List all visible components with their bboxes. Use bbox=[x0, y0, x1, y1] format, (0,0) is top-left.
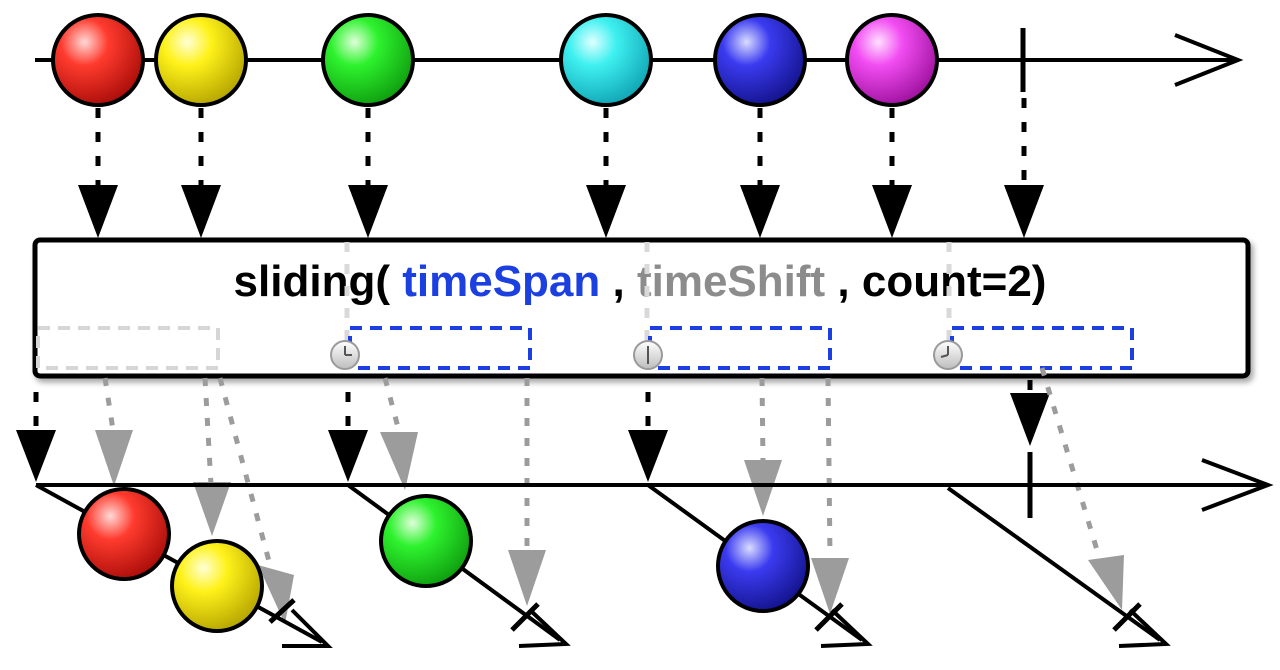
arrowhead-cyan bbox=[586, 185, 626, 238]
operator-box: sliding( timeSpan , timeShift , count=2) bbox=[32, 237, 1251, 379]
window-2-green-arrowhead bbox=[380, 432, 418, 490]
window-1-yellow-connector bbox=[202, 377, 214, 486]
source-arrowheads bbox=[78, 185, 1044, 238]
window-1-open-arrowhead bbox=[16, 430, 56, 482]
window-2-marble-green bbox=[379, 494, 473, 588]
arrowhead-green bbox=[348, 185, 388, 238]
arrowhead-magenta bbox=[872, 185, 912, 238]
source-marble-yellow bbox=[154, 13, 248, 107]
window-4-close-connector bbox=[1039, 367, 1103, 561]
clock-icon bbox=[933, 340, 963, 370]
source-marble-cyan bbox=[559, 13, 653, 107]
operator-comma: , bbox=[613, 257, 637, 306]
source-marble-red bbox=[51, 13, 145, 107]
clock-icon bbox=[633, 340, 663, 370]
clock-icon bbox=[330, 340, 360, 370]
window-2-close-arrowhead bbox=[508, 550, 546, 606]
source-marble-magenta bbox=[845, 13, 939, 107]
arrowhead-completion bbox=[1004, 185, 1044, 238]
operator-timespan-param: timeSpan bbox=[402, 257, 600, 306]
window-1-close-connector bbox=[217, 377, 273, 566]
output-marbles bbox=[77, 487, 810, 633]
arrowhead-yellow bbox=[181, 185, 221, 238]
source-timeline-arrowhead bbox=[1174, 33, 1244, 87]
window-1-yellow-arrowhead bbox=[193, 482, 231, 536]
window-1-red-arrowhead bbox=[95, 430, 133, 486]
window-3-close-connector bbox=[825, 377, 833, 559]
arrowhead-blue bbox=[740, 185, 780, 238]
source-marbles bbox=[51, 13, 939, 107]
window-stream-4 bbox=[946, 486, 1171, 648]
window-1-red-connector bbox=[102, 377, 116, 431]
window-3-open-arrowhead bbox=[628, 430, 668, 482]
window-open-arrowheads bbox=[16, 393, 1050, 482]
completion-out-arrowhead bbox=[1010, 393, 1050, 446]
output-timeline-arrowhead bbox=[1201, 458, 1274, 512]
source-marble-green bbox=[321, 13, 415, 107]
window-item-arrowheads bbox=[95, 430, 1124, 624]
window-open-connectors bbox=[33, 380, 1033, 432]
timeshift-markers bbox=[344, 242, 952, 340]
operator-label: sliding( timeSpan , timeShift , count=2) bbox=[234, 257, 1047, 306]
window-3-blue-arrowhead bbox=[744, 460, 782, 516]
window-3-marble-blue bbox=[716, 519, 810, 613]
source-marble-blue bbox=[713, 13, 807, 107]
window-2-open-arrowhead bbox=[328, 430, 368, 482]
window-2-green-connector bbox=[382, 377, 403, 436]
window-1-marble-yellow bbox=[170, 539, 264, 633]
operator-count-param: , count=2) bbox=[837, 257, 1046, 306]
arrowhead-red bbox=[78, 185, 118, 238]
window-4-close-arrowhead bbox=[1088, 555, 1124, 610]
window-3-close-arrowhead bbox=[811, 558, 849, 614]
window-1-span bbox=[36, 326, 220, 370]
window-item-connectors bbox=[102, 367, 1103, 566]
window-3-blue-connector bbox=[759, 377, 766, 463]
window-1-marble-red bbox=[77, 487, 171, 581]
operator-timeshift-param: timeShift bbox=[637, 257, 826, 306]
source-connectors bbox=[95, 98, 1027, 185]
operator-name: sliding( bbox=[234, 257, 391, 306]
